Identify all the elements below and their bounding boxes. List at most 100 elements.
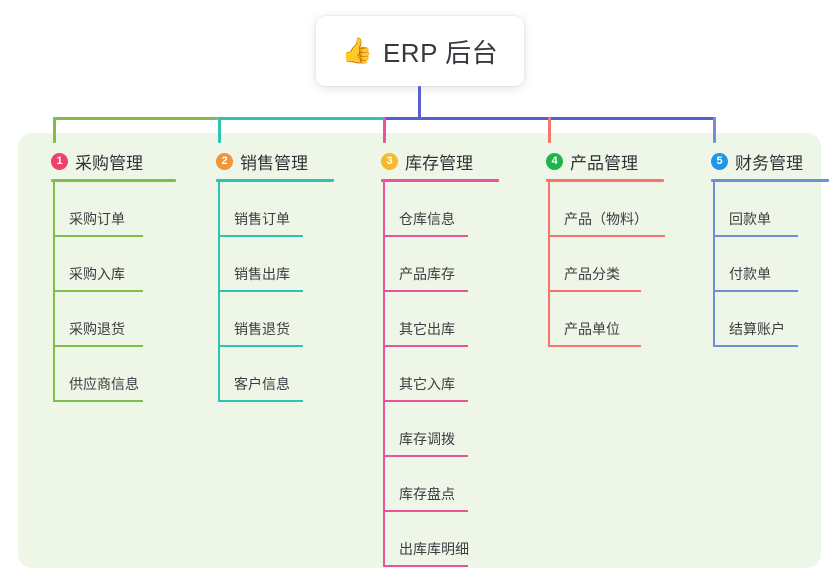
branch-header-4[interactable]: 4 产品管理 xyxy=(528,143,688,179)
leaf-label: 销售出库 xyxy=(234,266,290,282)
leaf-item[interactable]: 客户信息 xyxy=(198,347,348,402)
root-title: ERP 后台 xyxy=(382,37,499,68)
branch-header-5[interactable]: 5 财务管理 xyxy=(693,143,833,179)
leaf-item[interactable]: 回款单 xyxy=(693,182,833,237)
leaf-label: 库存盘点 xyxy=(399,486,455,502)
branch-number-badge: 4 xyxy=(546,152,563,170)
leaf-list: 采购订单采购入库采购退货供应商信息 xyxy=(33,182,183,402)
bus-segment-1 xyxy=(53,117,218,120)
leaf-underline xyxy=(713,345,798,347)
branch-spine xyxy=(713,182,715,347)
branch-column: 1 采购管理采购订单采购入库采购退货供应商信息 xyxy=(33,143,183,402)
branch-number-badge: 2 xyxy=(216,152,233,170)
branch-drop-3 xyxy=(383,117,386,143)
leaf-item[interactable]: 库存调拨 xyxy=(363,402,518,457)
leaf-item[interactable]: 付款单 xyxy=(693,237,833,292)
branch-header-1[interactable]: 1 采购管理 xyxy=(33,143,183,179)
leaf-list: 销售订单销售出库销售退货客户信息 xyxy=(198,182,348,402)
branch-header-underline xyxy=(216,179,334,182)
leaf-underline xyxy=(53,290,143,292)
leaf-label: 结算账户 xyxy=(729,321,785,337)
branch-column: 4 产品管理产品（物料） 产品分类产品单位 xyxy=(528,143,688,347)
leaf-underline xyxy=(53,400,143,402)
leaf-underline xyxy=(53,345,143,347)
leaf-underline xyxy=(383,565,468,567)
leaf-label: 销售订单 xyxy=(234,211,290,227)
leaf-item[interactable]: 产品分类 xyxy=(528,237,688,292)
leaf-label: 产品分类 xyxy=(564,266,620,282)
branch-spine xyxy=(218,182,220,402)
leaf-item[interactable]: 采购入库 xyxy=(33,237,183,292)
leaf-underline xyxy=(713,235,798,237)
branch-drop-4 xyxy=(548,117,551,143)
branch-title: 采购管理 xyxy=(75,153,143,173)
leaf-item[interactable]: 销售出库 xyxy=(198,237,348,292)
leaf-underline xyxy=(383,400,468,402)
branch-header-underline xyxy=(51,179,176,182)
leaf-label: 产品单位 xyxy=(564,321,620,337)
leaf-label: 付款单 xyxy=(729,266,771,282)
leaf-label: 采购入库 xyxy=(69,266,125,282)
leaf-item[interactable]: 出库库明细 xyxy=(363,512,518,567)
leaf-label: 回款单 xyxy=(729,211,771,227)
branch-title: 库存管理 xyxy=(405,153,473,173)
leaf-label: 销售退货 xyxy=(234,321,290,337)
leaf-item[interactable]: 结算账户 xyxy=(693,292,833,347)
leaf-underline xyxy=(383,510,468,512)
leaf-item[interactable]: 其它出库 xyxy=(363,292,518,347)
leaf-label: 供应商信息 xyxy=(69,376,139,392)
branch-number-badge: 1 xyxy=(51,152,68,170)
leaf-label: 客户信息 xyxy=(234,376,290,392)
leaf-label: 采购订单 xyxy=(69,211,125,227)
branches-panel xyxy=(18,133,821,568)
leaf-list: 仓库信息产品库存其它出库其它入库库存调拨库存盘点出库库明细 xyxy=(363,182,518,567)
branch-column: 5 财务管理回款单付款单结算账户 xyxy=(693,143,833,347)
leaf-item[interactable]: 产品单位 xyxy=(528,292,688,347)
branch-title: 财务管理 xyxy=(735,153,803,173)
leaf-item[interactable]: 产品库存 xyxy=(363,237,518,292)
branch-number-badge: 3 xyxy=(381,152,398,170)
branch-number-badge: 5 xyxy=(711,152,728,170)
leaf-label: 产品（物料） xyxy=(564,211,648,227)
leaf-label: 仓库信息 xyxy=(399,211,455,227)
leaf-underline xyxy=(383,235,468,237)
branch-header-3[interactable]: 3 库存管理 xyxy=(363,143,518,179)
branch-spine xyxy=(548,182,550,347)
leaf-label: 其它入库 xyxy=(399,376,455,392)
leaf-underline xyxy=(218,345,303,347)
leaf-item[interactable]: 其它入库 xyxy=(363,347,518,402)
leaf-label: 其它出库 xyxy=(399,321,455,337)
leaf-label: 库存调拨 xyxy=(399,431,455,447)
branch-header-underline xyxy=(546,179,664,182)
leaf-underline xyxy=(548,290,641,292)
leaf-item[interactable]: 采购退货 xyxy=(33,292,183,347)
thumbs-up-icon: 👍 xyxy=(341,36,373,65)
branch-column: 3 库存管理仓库信息产品库存其它出库其它入库库存调拨库存盘点出库库明细 xyxy=(363,143,518,567)
leaf-item[interactable]: 仓库信息 xyxy=(363,182,518,237)
branch-drop-2 xyxy=(218,117,221,143)
leaf-underline xyxy=(713,290,798,292)
leaf-underline xyxy=(548,235,665,237)
branch-spine xyxy=(383,182,385,567)
leaf-item[interactable]: 销售退货 xyxy=(198,292,348,347)
leaf-item[interactable]: 产品（物料） xyxy=(528,182,688,237)
leaf-underline xyxy=(383,290,468,292)
leaf-item[interactable]: 供应商信息 xyxy=(33,347,183,402)
leaf-underline xyxy=(218,400,303,402)
branch-title: 产品管理 xyxy=(570,153,638,173)
root-node[interactable]: 👍 ERP 后台 xyxy=(316,16,524,86)
leaf-item[interactable]: 销售订单 xyxy=(198,182,348,237)
branch-header-underline xyxy=(381,179,499,182)
leaf-underline xyxy=(218,235,303,237)
leaf-item[interactable]: 采购订单 xyxy=(33,182,183,237)
leaf-underline xyxy=(383,345,468,347)
branch-drop-5 xyxy=(713,117,716,143)
leaf-underline xyxy=(548,345,641,347)
bus-segment-2 xyxy=(218,117,383,120)
leaf-item[interactable]: 库存盘点 xyxy=(363,457,518,512)
leaf-underline xyxy=(218,290,303,292)
branch-drop-1 xyxy=(53,117,56,143)
